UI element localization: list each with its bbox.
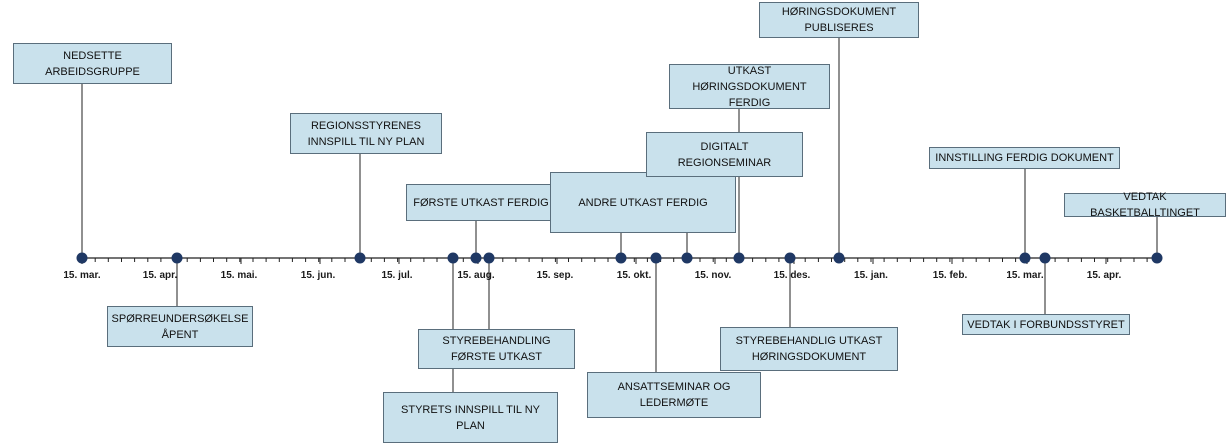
minor-ticks [81, 258, 1148, 264]
event-horingsdokument-publiseres: HØRINGSDOKUMENT PUBLISERES [759, 2, 919, 38]
event-forste-utkast: FØRSTE UTKAST FERDIG [406, 184, 556, 221]
tick-label-15-apr-2: 15. apr. [1086, 270, 1122, 281]
event-vedtak-forbundsstyret: VEDTAK I FORBUNDSSTYRET [962, 314, 1130, 335]
event-marker-sporreundersokelse [171, 252, 183, 264]
tick-label-15-des: 15. des. [773, 270, 811, 281]
event-marker-utkast-horingsdokument [733, 252, 745, 264]
event-marker-forste-utkast [470, 252, 482, 264]
event-marker-regionsstyrenes [354, 252, 366, 264]
event-marker-styrebehandling-forste [483, 252, 495, 264]
event-styrets-innspill: STYRETS INNSPILL TIL NY PLAN [383, 392, 558, 443]
event-andre-utkast: ANDRE UTKAST FERDIG [550, 172, 736, 233]
event-ansattseminar: ANSATTSEMINAR OG LEDERMØTE [587, 372, 761, 418]
event-marker-innstilling [1019, 252, 1031, 264]
event-marker-ansattseminar [650, 252, 662, 264]
tick-label-15-mar-2: 15. mar. [1006, 270, 1044, 281]
markers [76, 252, 1163, 264]
event-marker-styrebehandlig-utkast [784, 252, 796, 264]
connectors [81, 38, 1158, 392]
tick-label-15-jul: 15. jul. [381, 270, 413, 281]
event-marker-vedtak-basketballtinget [1151, 252, 1163, 264]
event-marker-vedtak-forbundsstyret [1039, 252, 1051, 264]
tick-label-15-nov: 15. nov. [694, 270, 732, 281]
event-digitalt-regionseminar: DIGITALT REGIONSEMINAR [646, 132, 803, 177]
tick-label-15-mai: 15. mai. [220, 270, 258, 281]
tick-label-15-jan: 15. jan. [854, 270, 888, 281]
event-marker-andre-utkast [615, 252, 627, 264]
tick-label-15-mar: 15. mar. [63, 270, 101, 281]
tick-label-15-feb: 15. feb. [932, 270, 968, 281]
tick-label-15-apr: 15. apr. [142, 270, 178, 281]
event-innstilling: INNSTILLING FERDIG DOKUMENT [929, 147, 1120, 169]
event-marker-digitalt [681, 252, 693, 264]
event-styrebehandling-forste: STYREBEHANDLING FØRSTE UTKAST [418, 329, 575, 369]
event-vedtak-basketballtinget: VEDTAK BASKETBALLTINGET [1064, 191, 1226, 219]
event-marker-styrets-innspill [447, 252, 459, 264]
event-styrebehandlig-utkast: STYREBEHANDLIG UTKAST HØRINGSDOKUMENT [720, 327, 898, 371]
event-sporreundersokelse: SPØRREUNDERSØKELSE ÅPENT [107, 306, 253, 347]
tick-label-15-aug: 15. aug. [457, 270, 495, 281]
event-marker-nedsette [76, 252, 88, 264]
tick-label-15-jun: 15. jun. [300, 270, 336, 281]
event-regionsstyrenes-innspill: REGIONSSTYRENES INNSPILL TIL NY PLAN [290, 113, 442, 154]
event-nedsette-arbeidsgruppe: NEDSETTE ARBEIDSGRUPPE [13, 43, 172, 84]
event-marker-horingsdokument-publiseres [833, 252, 845, 264]
event-utkast-horingsdokument: UTKAST HØRINGSDOKUMENT FERDIG [669, 64, 830, 109]
tick-label-15-sep: 15. sep. [536, 270, 574, 281]
tick-label-15-okt: 15. okt. [616, 270, 652, 281]
